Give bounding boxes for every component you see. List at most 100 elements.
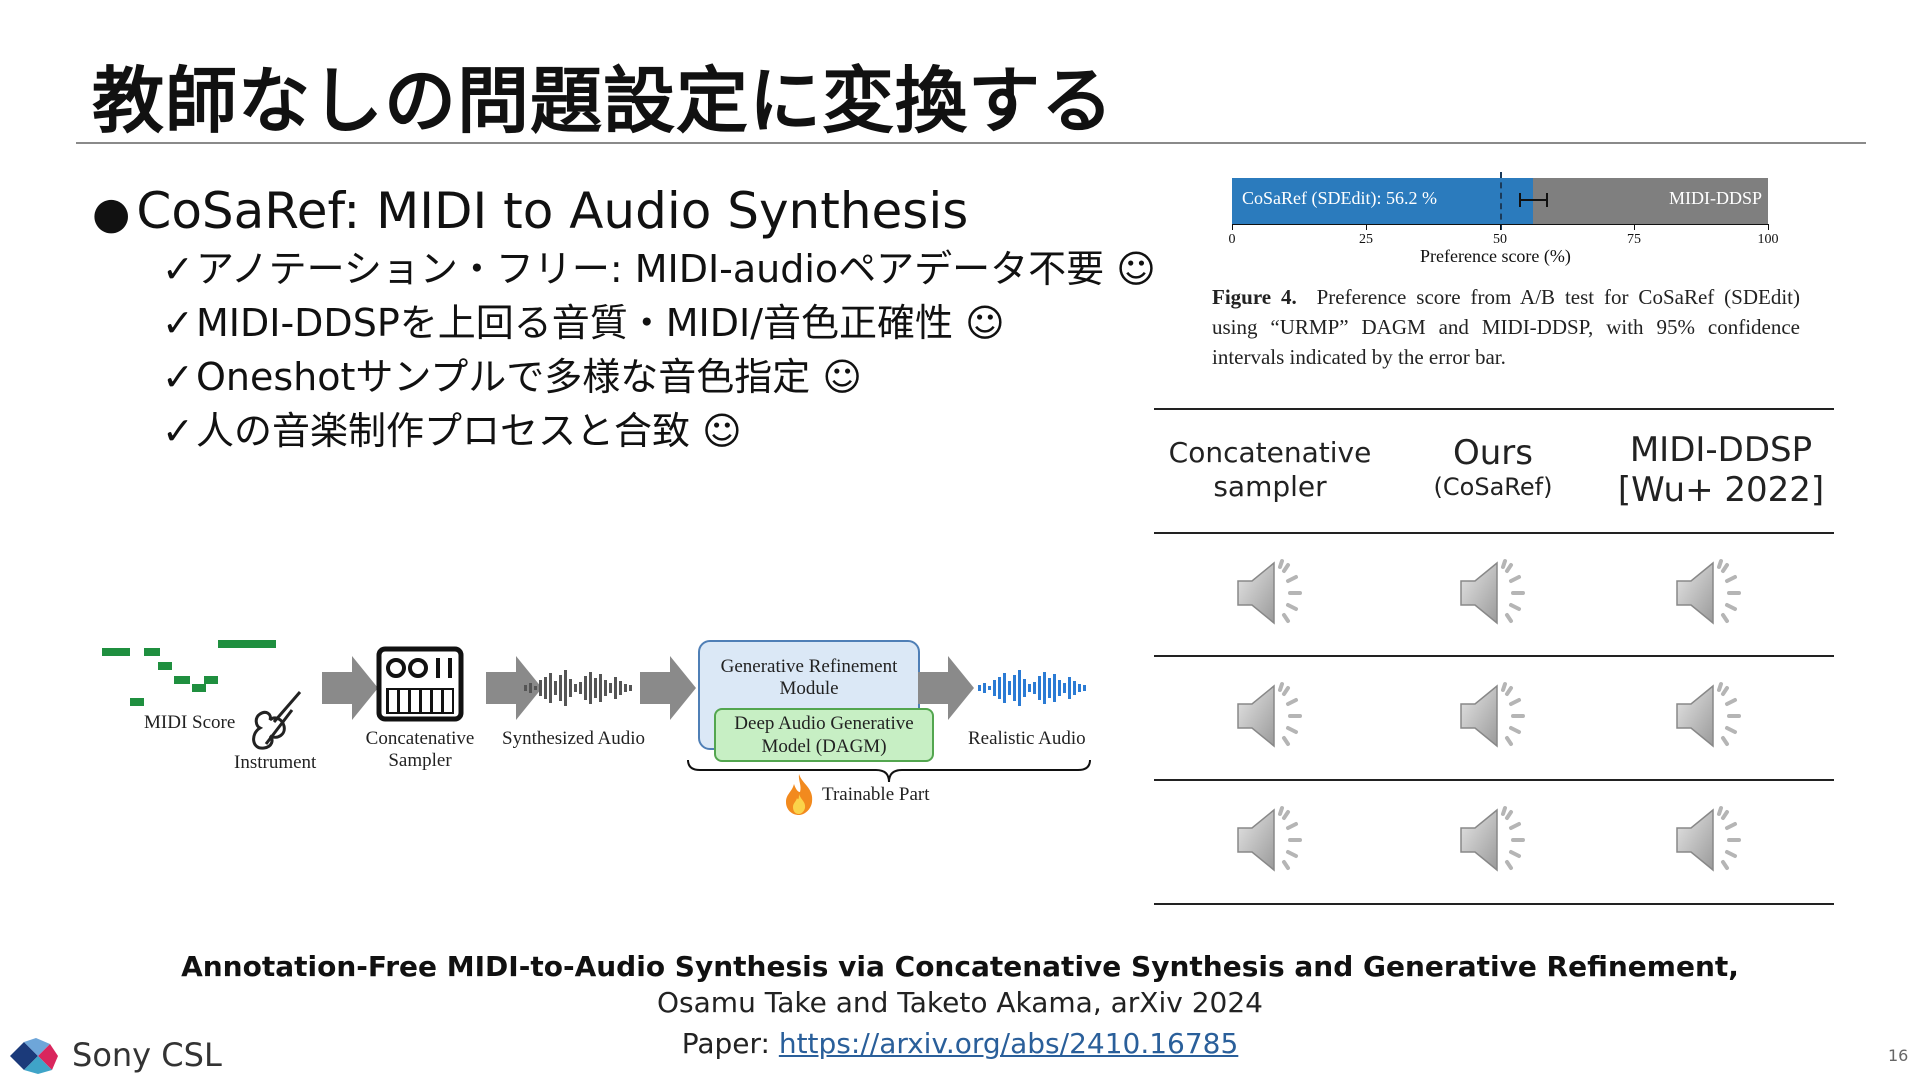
speaker-icon[interactable] (1230, 553, 1310, 633)
slide-title: 教師なしの問題設定に変換する (92, 59, 1115, 143)
column-header-line: Concatenative (1168, 436, 1372, 469)
speaker-icon[interactable] (1453, 800, 1533, 880)
cosaref-bar-label: CoSaRef (SDEdit): 56.2 % (1242, 188, 1437, 208)
arrow-icon (640, 656, 696, 720)
waveform-bar (574, 684, 577, 692)
speaker-icon[interactable] (1453, 553, 1533, 633)
waveform-bar (988, 686, 991, 690)
feature-text: アノテーション・フリー: MIDI-audioペアデータ不要 ☺ (196, 247, 1156, 291)
main-bullet: ●CoSaRef: MIDI to Audio Synthesis (92, 182, 968, 240)
instrument-label: Instrument (234, 752, 317, 773)
waveform-bar (569, 679, 572, 697)
feature-item: ✓Oneshotサンプルで多様な音色指定 ☺ (162, 350, 1156, 404)
dagm-label: Deep Audio Generative (734, 713, 914, 734)
feature-item: ✓MIDI-DDSPを上回る音質・MIDI/音色正確性 ☺ (162, 296, 1156, 350)
waveform-bar (1003, 673, 1006, 703)
waveform-bar (604, 680, 607, 696)
table-rule-top (1154, 408, 1834, 410)
table-rule-row (1154, 779, 1834, 781)
column-header-line: Ours (1452, 433, 1533, 473)
refinement-module-label: Generative Refinement (720, 656, 898, 677)
x-axis-tick (1634, 224, 1635, 230)
feature-list: ✓アノテーション・フリー: MIDI-audioペアデータ不要 ☺ ✓MIDI-… (162, 242, 1156, 458)
midi-score-icon (102, 640, 276, 706)
waveform-bar (594, 678, 597, 698)
waveform-bar (1078, 684, 1081, 692)
arrow-icon (322, 656, 378, 720)
waveform-bar (619, 681, 622, 695)
waveform-bar (534, 686, 537, 690)
arrow-icon (486, 656, 542, 720)
refinement-module-label: Module (779, 678, 839, 699)
waveform-bar (1073, 681, 1076, 695)
waveform-bar (1018, 670, 1021, 706)
table-rule-bottom (1154, 903, 1834, 905)
x-axis-tick-label: 100 (1757, 232, 1779, 247)
waveform-bar (993, 680, 996, 696)
waveform-bar (554, 681, 557, 695)
waveform-bar (599, 674, 602, 702)
logo-text: Sony CSL (72, 1036, 222, 1074)
waveform-bar (614, 677, 617, 699)
paper-link[interactable]: https://arxiv.org/abs/2410.16785 (778, 1027, 1239, 1060)
waveform-bar (1053, 674, 1056, 702)
waveform-bar (1013, 675, 1016, 701)
waveform-bar (1028, 684, 1031, 692)
arrow-icon (918, 656, 974, 720)
title-divider (76, 142, 1866, 144)
bullet-marker: ● (92, 188, 131, 239)
x-axis-tick-label: 25 (1359, 232, 1373, 247)
waveform-bar (978, 685, 981, 691)
figure-caption: Figure 4. Preference score from A/B test… (1212, 282, 1800, 372)
midpoint-line (1500, 172, 1502, 230)
waveform-bar (589, 672, 592, 704)
realistic-audio-label: Realistic Audio (968, 728, 1086, 749)
sampler-label-line: Concatenative (365, 728, 475, 749)
page-number: 16 (1888, 1046, 1909, 1065)
sampler-label-line: Sampler (388, 750, 452, 771)
x-axis-tick-label: 50 (1493, 232, 1507, 247)
waveform-bar (1008, 681, 1011, 695)
dagm-box: Deep Audio Generative Model (DAGM) (714, 708, 934, 762)
waveform-bar (998, 677, 1001, 699)
waveform-bar (544, 677, 547, 699)
x-axis-tick-label: 75 (1627, 232, 1641, 247)
violin-icon (252, 691, 302, 750)
speaker-icon[interactable] (1669, 553, 1749, 633)
x-axis-tick-label: 0 (1228, 232, 1236, 247)
sampler-icon (376, 646, 464, 722)
column-header-line: [Wu+ 2022] (1617, 470, 1825, 510)
check-icon: ✓ (162, 355, 194, 399)
midi-ddsp-bar-label: MIDI-DDSP (1668, 188, 1762, 208)
speaker-icon[interactable] (1230, 676, 1310, 756)
waveform-bar (1058, 680, 1061, 696)
speaker-icon[interactable] (1453, 676, 1533, 756)
speaker-icon[interactable] (1230, 800, 1310, 880)
error-bar (1518, 199, 1548, 201)
column-header-concatenative: Concatenative sampler (1160, 436, 1380, 504)
waveform-bar (1023, 679, 1026, 697)
reference-paper: Paper: https://arxiv.org/abs/2410.16785 (0, 1027, 1920, 1060)
trainable-part-label: Trainable Part (822, 784, 930, 805)
feature-text: 人の音楽制作プロセスと合致 ☺ (196, 409, 742, 453)
waveform-bar (524, 685, 527, 691)
waveform-bar (629, 685, 632, 691)
synthesized-audio-label: Synthesized Audio (502, 728, 646, 749)
midi-score-label: MIDI Score (144, 712, 236, 733)
error-bar-cap-right (1545, 193, 1548, 207)
waveform-bar (983, 683, 986, 693)
x-axis-tick (1232, 224, 1233, 230)
x-axis-title: Preference score (%) (1420, 246, 1571, 266)
dagm-label: Model (DAGM) (761, 736, 887, 757)
column-header-line: (CoSaRef) (1433, 473, 1553, 501)
realistic-waveform-icon (978, 670, 1086, 706)
feature-text: MIDI-DDSPを上回る音質・MIDI/音色正確性 ☺ (196, 301, 1005, 345)
figure-caption-label: Figure 4. (1212, 285, 1297, 309)
speaker-icon[interactable] (1669, 800, 1749, 880)
table-rule-header (1154, 532, 1834, 534)
waveform-bar (624, 684, 627, 692)
speaker-icon[interactable] (1669, 676, 1749, 756)
error-bar-cap-left (1518, 193, 1521, 207)
feature-item: ✓アノテーション・フリー: MIDI-audioペアデータ不要 ☺ (162, 242, 1156, 296)
column-header-line: MIDI-DDSP (1629, 430, 1813, 470)
